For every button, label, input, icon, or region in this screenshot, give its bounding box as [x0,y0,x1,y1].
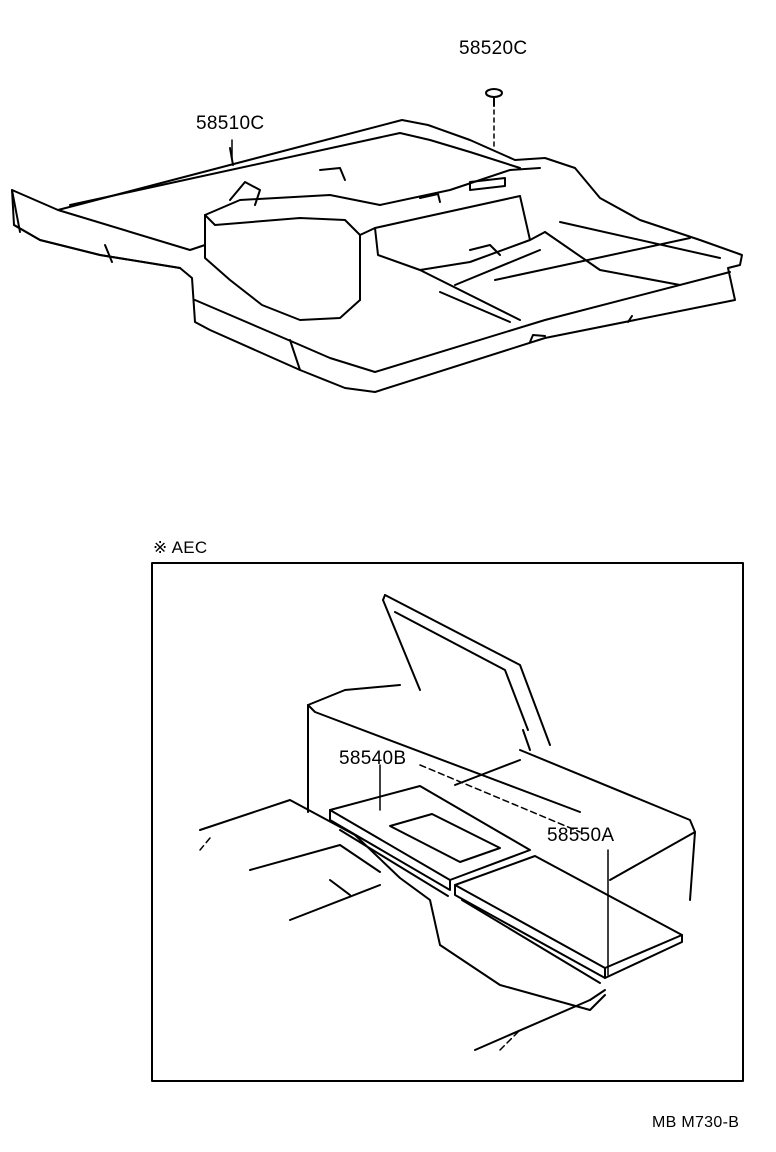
part-label-58520c: 58520C [459,38,528,59]
part-label-58540b: 58540B [339,748,407,769]
floor-carpet-drawing [11,88,743,393]
aec-inset [151,562,744,1082]
part-label-58550a: 58550A [547,825,615,846]
part-label-58510c: 58510C [196,113,265,134]
diagram-code-label: MB M730-B [652,1114,740,1131]
inset-note-label: ※ AEC [153,538,208,557]
inset-frame [151,562,744,1082]
